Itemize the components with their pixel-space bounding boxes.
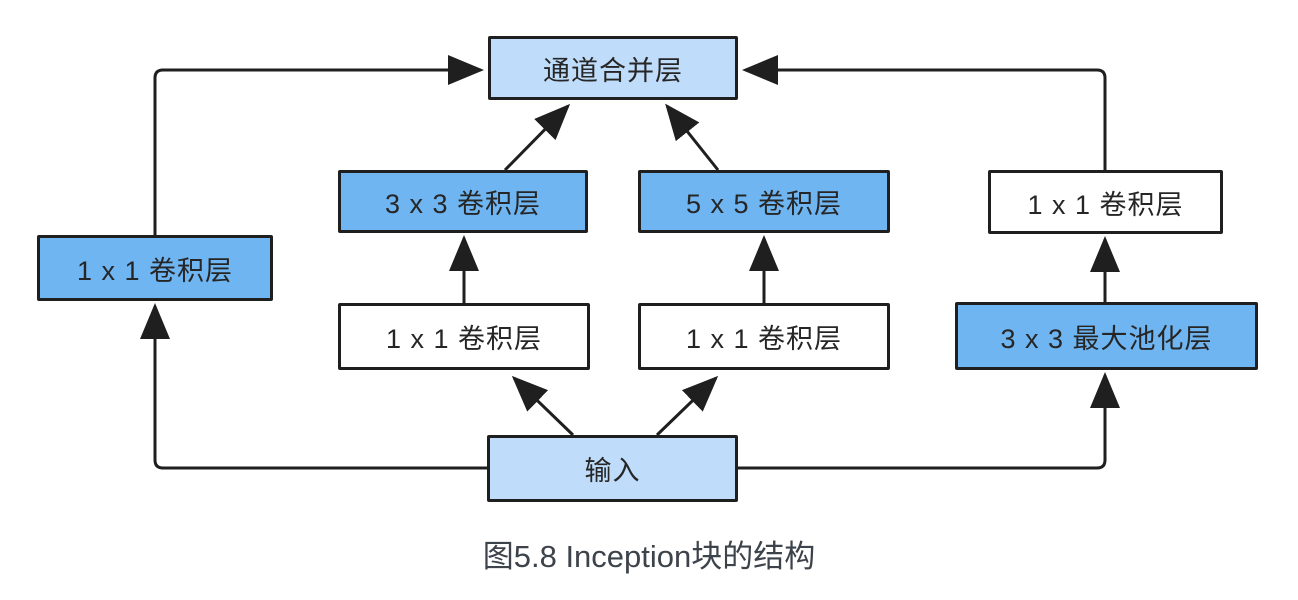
node-conv-3x3-layer: 3 x 3 卷积层 xyxy=(338,170,588,233)
edge-input-to-conv1x1-midright xyxy=(655,375,719,437)
node-label: 1 x 1 卷积层 xyxy=(76,255,234,286)
node-label: 5 x 5 卷积层 xyxy=(685,189,843,219)
edge-input-to-conv1x1-midleft xyxy=(511,375,575,437)
node-conv-1x1-layer-left: 1 x 1 卷积层 xyxy=(37,235,273,301)
node-label: 3 x 3 卷积层 xyxy=(384,189,542,219)
edge-conv5x5-to-concat xyxy=(665,103,720,171)
node-conv-1x1-layer-right: 1 x 1 卷积层 xyxy=(988,170,1223,234)
edge-conv1x1-left-to-concat xyxy=(153,55,484,235)
node-label: 1 x 1 卷积层 xyxy=(685,324,843,354)
node-label: 1 x 1 卷积层 xyxy=(1027,189,1184,220)
figure-caption: 图5.8 Inception块的结构 xyxy=(482,539,816,574)
node-conv-1x1-layer-mid-left: 1 x 1 卷积层 xyxy=(338,303,590,370)
node-maxpool-3x3-layer: 3 x 3 最大池化层 xyxy=(955,302,1258,370)
edge-input-to-maxpool xyxy=(738,372,1120,470)
node-channel-concat-layer: 通道合并层 xyxy=(488,36,738,100)
node-label: 输入 xyxy=(584,456,641,486)
node-conv-1x1-layer-mid-right: 1 x 1 卷积层 xyxy=(638,303,890,370)
node-label: 3 x 3 最大池化层 xyxy=(1000,323,1213,354)
node-conv-5x5-layer: 5 x 5 卷积层 xyxy=(638,170,890,233)
edge-input-to-conv1x1-left xyxy=(140,303,487,470)
edge-conv3x3-to-concat xyxy=(503,103,571,172)
node-label: 1 x 1 卷积层 xyxy=(385,324,543,354)
node-input: 输入 xyxy=(487,435,738,502)
edge-conv1x1-right-to-concat xyxy=(742,55,1107,170)
node-label: 通道合并层 xyxy=(543,55,683,86)
